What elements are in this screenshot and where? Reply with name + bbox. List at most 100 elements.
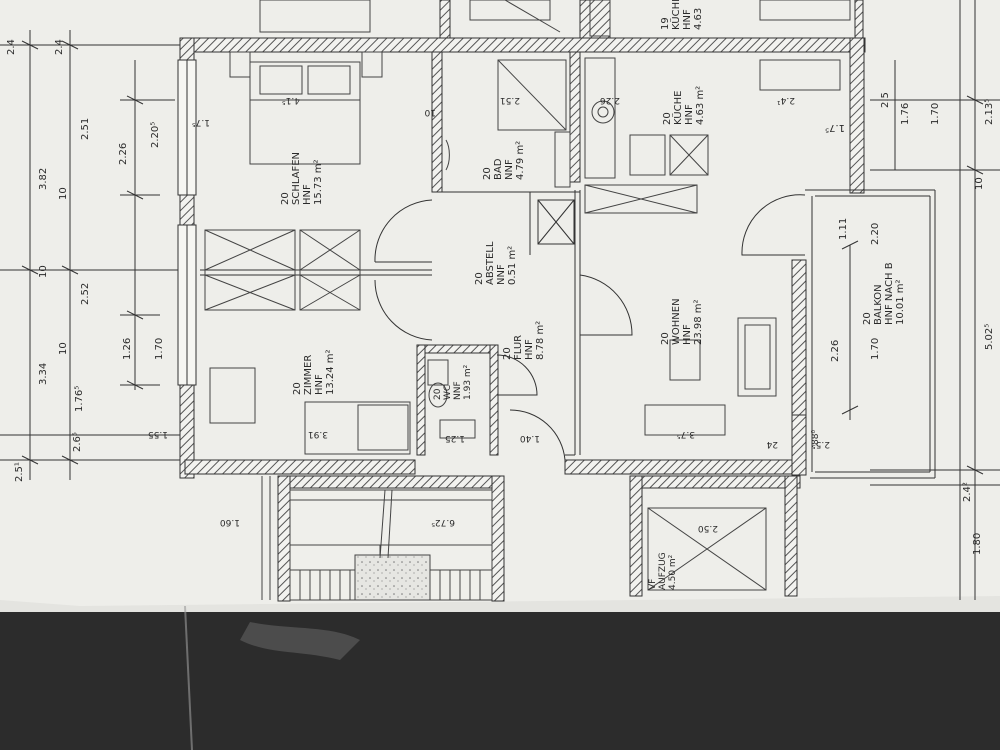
dim-inner-stair-landing: 1.60 bbox=[220, 517, 240, 527]
dim-inner-wc-width: 1.25 bbox=[445, 433, 465, 443]
dim-left-13: 1.70 bbox=[154, 338, 165, 360]
dim-right-8: 2.5 bbox=[880, 92, 891, 108]
room-label-wc: 20 WC NNF 1.93 m² bbox=[433, 364, 473, 400]
room-label-flur: 20 FLUR HNF 8.78 m² bbox=[502, 321, 546, 360]
room-label-schlafen: 20 SCHLAFEN HNF 15.73 m² bbox=[280, 152, 324, 205]
kueche-num: 20 bbox=[662, 112, 673, 125]
dim-inner-kueche: 2.26 bbox=[600, 95, 620, 105]
dim-balkon-3: 2.26 bbox=[830, 340, 841, 362]
dim-inner-balkon-wall: 2.5⁵ bbox=[812, 439, 830, 449]
schlafen-cat: HNF bbox=[302, 184, 313, 205]
kueche-cat: HNF bbox=[684, 104, 695, 125]
balcony-dimension-labels: 1.11 2.20 2.26 1.70 bbox=[830, 218, 881, 362]
paper-bottom-edge bbox=[0, 596, 1000, 612]
furniture bbox=[204, 0, 851, 591]
kueche-name: KÜCHE bbox=[671, 91, 684, 125]
abstell-num: 20 bbox=[474, 272, 485, 285]
left-dimension-lines bbox=[0, 30, 185, 480]
dim-inner-flur-width: 1.40 bbox=[520, 433, 540, 443]
staircase bbox=[261, 476, 493, 601]
dim-left-14: 10 bbox=[58, 187, 69, 200]
wohnen-area: 23.98 m² bbox=[693, 299, 704, 345]
dim-inner-schlafen-width: 4.1⁵ bbox=[282, 95, 300, 105]
dim-left-16: 10 bbox=[58, 342, 69, 355]
zimmer-name: ZIMMER bbox=[303, 355, 314, 395]
kueche-top-area: 4.63 bbox=[693, 8, 704, 30]
room-label-balkon: 20 BALKON HNF NACH B 10.01 m² bbox=[862, 262, 906, 325]
dim-left-15: 10 bbox=[38, 265, 49, 278]
dim-left-6: 2.51 bbox=[80, 118, 91, 140]
room-label-wohnen: 20 WOHNEN HNF 23.98 m² bbox=[660, 298, 704, 345]
bad-name: BAD bbox=[493, 158, 504, 180]
bad-cat: NNF bbox=[504, 159, 515, 180]
dim-inner-left-corner: 1.7⁵ bbox=[192, 117, 210, 127]
room-label-bad: 20 BAD NNF 4.79 m² bbox=[482, 141, 526, 180]
dim-right-5: 5.02⁵ bbox=[984, 324, 995, 350]
dim-left-1: 2.4 bbox=[6, 39, 17, 55]
abstell-area: 0.51 m² bbox=[507, 246, 518, 285]
paper-crease bbox=[184, 605, 193, 750]
dim-left-5: 2.4 bbox=[54, 39, 65, 55]
balkon-num: 20 bbox=[862, 312, 873, 325]
left-windows bbox=[177, 59, 197, 386]
abstell-cat: NNF bbox=[496, 264, 507, 285]
dim-right-7: 1.80 bbox=[972, 533, 983, 555]
balkon-area: 10.01 m² bbox=[895, 279, 906, 325]
dim-inner-wall-10: 10 bbox=[424, 107, 436, 117]
room-label-kueche-top: 19 KÜCHE HNF 4.63 bbox=[660, 0, 704, 30]
aufzug-num: VF bbox=[648, 579, 658, 590]
door-swings bbox=[374, 194, 806, 461]
schlafen-num: 20 bbox=[280, 192, 291, 205]
inner-dimension-labels: 4.1⁵ 2.51 2.26 2.4¹ 3.7⁵ 3.91 1.25 1.40 … bbox=[148, 95, 830, 533]
zimmer-num: 20 bbox=[292, 382, 303, 395]
zimmer-area: 13.24 m² bbox=[325, 349, 336, 395]
flur-cat: HNF bbox=[524, 339, 535, 360]
dim-inner-wohnen-width: 3.7⁵ bbox=[677, 429, 695, 439]
abstell-name: ABSTELL bbox=[485, 241, 496, 285]
dim-left-9: 2.6⁵ bbox=[72, 432, 83, 452]
dim-inner-kueche-width: 2.4¹ bbox=[777, 95, 795, 105]
schlafen-name: SCHLAFEN bbox=[291, 152, 302, 205]
bad-area: 4.79 m² bbox=[515, 141, 526, 180]
dim-right-2: 1.70 bbox=[930, 103, 941, 125]
wc-num: 20 bbox=[433, 388, 443, 400]
background-surface bbox=[0, 612, 1000, 750]
dim-left-12: 1.26 bbox=[122, 338, 133, 360]
balkon-name: BALKON bbox=[873, 284, 884, 325]
wohnen-name: WOHNEN bbox=[671, 298, 682, 345]
dim-inner-aufzug-width: 2.50 bbox=[698, 523, 718, 533]
aufzug-area: 4.50 m² bbox=[668, 554, 678, 590]
room-label-zimmer: 20 ZIMMER HNF 13.24 m² bbox=[292, 349, 336, 395]
dim-left-2: 3.82 bbox=[38, 168, 49, 190]
aufzug-name: AUFZUG bbox=[658, 552, 668, 590]
wc-cat: NNF bbox=[453, 381, 463, 400]
wohnen-num: 20 bbox=[660, 332, 671, 345]
dim-inner-wall-24: 24 bbox=[766, 439, 778, 449]
dim-inner-zimmer-left: 1.55 bbox=[148, 429, 168, 439]
right-dimension-lines bbox=[841, 0, 1000, 600]
zimmer-cat: HNF bbox=[314, 374, 325, 395]
flur-area: 8.78 m² bbox=[535, 321, 546, 360]
dim-inner-bad-width: 2.51 bbox=[500, 95, 520, 105]
dim-balkon-4: 1.70 bbox=[870, 338, 881, 360]
paper-fragment bbox=[240, 622, 360, 660]
room-label-kueche: 20 KÜCHE HNF 4.63 m² bbox=[662, 86, 706, 125]
dim-left-10: 2.26 bbox=[118, 143, 129, 165]
dim-left-8: 1.76⁵ bbox=[74, 386, 85, 412]
dim-right-6: 2.4² bbox=[962, 482, 973, 502]
kueche-area: 4.63 m² bbox=[695, 86, 706, 125]
flur-name: FLUR bbox=[513, 335, 524, 360]
dim-right-4: 10 bbox=[974, 177, 985, 190]
dim-balkon-1: 1.11 bbox=[838, 218, 849, 240]
bad-num: 20 bbox=[482, 167, 493, 180]
left-dimension-labels: 2.4 3.82 3.34 2.5¹ 2.4 2.51 2.52 1.76⁵ 2… bbox=[6, 39, 165, 482]
dim-left-7: 2.52 bbox=[80, 283, 91, 305]
right-dimension-labels: 1.76 1.70 2.13⁵ 10 5.02⁵ 2.4² 1.80 2.5 1… bbox=[825, 92, 995, 555]
dim-inner-zimmer-width: 3.91 bbox=[308, 429, 328, 439]
dim-left-3: 3.34 bbox=[38, 363, 49, 385]
dim-left-11: 2.20⁵ bbox=[150, 122, 161, 148]
dim-inner-balkon-depth: 88⁰ bbox=[811, 430, 821, 445]
wc-name: WC bbox=[443, 385, 453, 400]
